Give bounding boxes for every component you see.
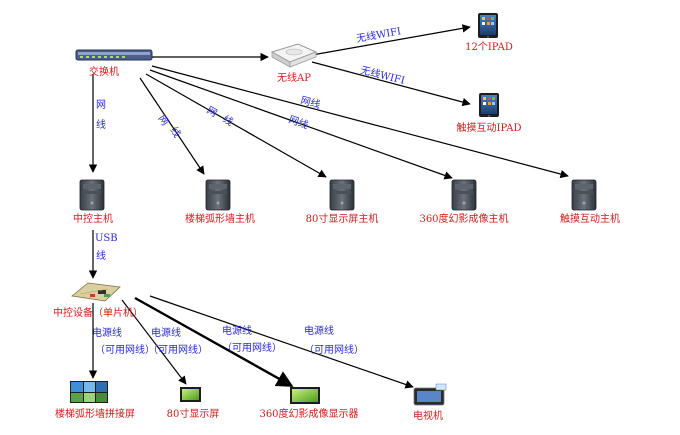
holo360-host-label: 360度幻影成像主机 xyxy=(419,212,508,225)
edge-label-net-stair-a: 网 xyxy=(156,113,172,128)
edge-label-power-alt-4: （可用网线） xyxy=(304,343,364,356)
edge-label-net-80-a: 网 xyxy=(205,104,220,119)
screen80-label: 80寸显示屏 xyxy=(167,407,220,420)
tv-label: 电视机 xyxy=(413,409,443,422)
server-tower-icon xyxy=(571,179,597,211)
edge-switch-stair-host xyxy=(139,77,205,175)
ipad-12-node: 12个IPAD xyxy=(465,13,513,53)
wireless-router-icon xyxy=(270,43,318,68)
holo360-display-node: 360度幻影成像显示器 xyxy=(259,387,359,420)
control-device-label: 中控设备（单片机） xyxy=(53,306,143,319)
switch-icon xyxy=(75,49,153,61)
holo360-display-label: 360度幻影成像显示器 xyxy=(259,407,358,420)
control-host-label: 中控主机 xyxy=(73,212,113,225)
edge-label-net-vertical-a: 网 xyxy=(96,99,106,111)
server-tower-icon xyxy=(79,179,105,211)
control-host-node: 中控主机 xyxy=(73,179,113,225)
edge-label-net-vertical-b: 线 xyxy=(96,118,106,131)
tv-icon xyxy=(413,383,447,406)
edge-switch-touch-host xyxy=(151,65,569,179)
wireless-ap-label: 无线AP xyxy=(277,71,311,84)
edge-label-usb: USB xyxy=(95,233,118,244)
monitor-icon xyxy=(180,387,201,402)
screen80-node: 80寸显示屏 xyxy=(167,387,220,420)
ipad-touch-label: 触摸互动IPAD xyxy=(457,121,522,134)
stair-host-node: 楼梯弧形墙主机 xyxy=(185,179,255,225)
edge-labels: 无线WIFI 无线WIFI 网 线 网 线 网 线 网线 网线 USB 线 电源… xyxy=(92,24,406,356)
screen80-host-node: 80寸显示屏主机 xyxy=(306,179,379,225)
edge-switch-80-host xyxy=(145,73,327,178)
switch-node: 交换机 xyxy=(75,49,153,78)
circuit-board-icon xyxy=(71,282,121,302)
edge-label-net-stair-b: 线 xyxy=(168,124,184,140)
server-tower-icon xyxy=(205,179,231,211)
edge-device-360-display xyxy=(134,296,294,388)
stair-splice-node: 楼梯弧形墙拼接屏 xyxy=(55,381,135,420)
edge-label-net-80-b: 线 xyxy=(221,112,236,128)
edges xyxy=(88,24,569,389)
edge-label-wifi-ipadtouch: 无线WIFI xyxy=(359,63,406,87)
edge-label-net-360: 网线 xyxy=(287,113,310,132)
edge-label-power-alt-1: （可用网线） xyxy=(95,343,155,356)
edge-ap-ipadtouch xyxy=(311,61,471,107)
monitor-icon xyxy=(290,387,320,404)
edge-label-net-touch: 网线 xyxy=(299,93,322,111)
server-tower-icon xyxy=(329,179,355,211)
edge-label-power-2: 电源线 xyxy=(151,326,181,339)
edge-switch-360-host xyxy=(149,69,453,180)
stair-splice-label: 楼梯弧形墙拼接屏 xyxy=(55,407,135,420)
touch-host-label: 触摸互动主机 xyxy=(560,212,620,225)
ipad-12-label: 12个IPAD xyxy=(465,41,513,53)
ipad-icon xyxy=(478,13,498,38)
edge-ap-ipad12 xyxy=(311,24,471,56)
edge-label-usb-line: 线 xyxy=(96,249,106,262)
touch-host-node: 触摸互动主机 xyxy=(560,179,620,225)
server-tower-icon xyxy=(451,179,477,211)
ipad-icon xyxy=(479,93,499,117)
edge-label-power-3: 电源线 xyxy=(222,324,252,337)
ipad-touch-node: 触摸互动IPAD xyxy=(457,93,522,134)
wireless-ap-node: 无线AP xyxy=(270,43,318,84)
edge-device-tv xyxy=(149,295,414,389)
edge-label-power-1: 电源线 xyxy=(92,326,122,339)
tv-node: 电视机 xyxy=(413,383,447,422)
edge-label-wifi-ipad12: 无线WIFI xyxy=(355,24,402,45)
holo360-host-node: 360度幻影成像主机 xyxy=(419,179,509,225)
switch-label: 交换机 xyxy=(89,65,119,78)
edge-label-power-4: 电源线 xyxy=(304,324,334,337)
edge-label-power-alt-3: （可用网线） xyxy=(222,341,282,354)
screen80-host-label: 80寸显示屏主机 xyxy=(306,212,379,225)
edge-label-power-alt-2: （可用网线） xyxy=(148,343,208,356)
edge-device-80-screen xyxy=(121,299,187,385)
video-wall-icon xyxy=(70,381,108,403)
stair-host-label: 楼梯弧形墙主机 xyxy=(185,212,255,225)
control-device-node: 中控设备（单片机） xyxy=(53,282,143,319)
